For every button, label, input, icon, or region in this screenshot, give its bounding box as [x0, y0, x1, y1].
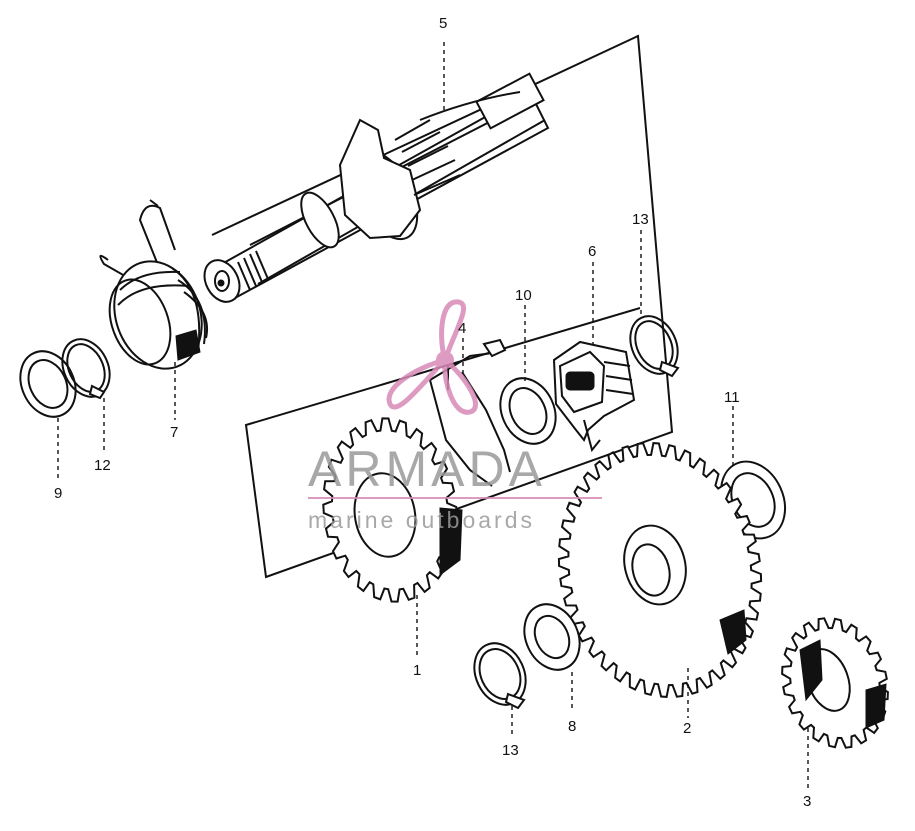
gear-1 — [322, 417, 463, 603]
callout-9: 9 — [54, 485, 62, 502]
circlip-13-upper — [629, 315, 680, 378]
circlip-13-lower — [473, 642, 527, 710]
thrust-washer-10 — [499, 377, 557, 445]
watermark-brand: ARMADA — [308, 441, 546, 497]
callout-5: 5 — [439, 15, 447, 32]
leader-lines — [57, 42, 809, 788]
watermark-tagline: marine outboards — [308, 507, 535, 533]
callout-6: 6 — [588, 243, 596, 260]
thrust-washer-8 — [523, 603, 581, 671]
watermark: ARMADA marine outboards — [308, 299, 602, 533]
callout-1: 1 — [413, 662, 421, 679]
return-spring — [99, 199, 208, 370]
circlip-12 — [61, 338, 111, 400]
callout-11: 11 — [724, 389, 740, 406]
callout-10: 10 — [515, 287, 532, 304]
callout-4: 4 — [458, 320, 466, 337]
callout-labels: 5 6 13 10 4 11 7 12 9 1 8 2 13 3 — [54, 15, 811, 810]
gear-2 — [557, 442, 763, 698]
propeller-icon — [386, 299, 478, 415]
callout-13-lower: 13 — [502, 742, 519, 759]
callout-8: 8 — [568, 718, 576, 735]
callout-3: 3 — [803, 793, 811, 810]
kickstarter-shaft — [203, 72, 550, 303]
callout-12: 12 — [94, 457, 111, 474]
callout-13-upper: 13 — [632, 211, 649, 228]
callout-2: 2 — [683, 720, 691, 737]
thrust-washer-9 — [19, 350, 77, 418]
callout-7: 7 — [170, 424, 178, 441]
assembly-frame — [211, 34, 674, 579]
gear-3 — [781, 617, 889, 749]
ratchet-6 — [552, 340, 636, 453]
